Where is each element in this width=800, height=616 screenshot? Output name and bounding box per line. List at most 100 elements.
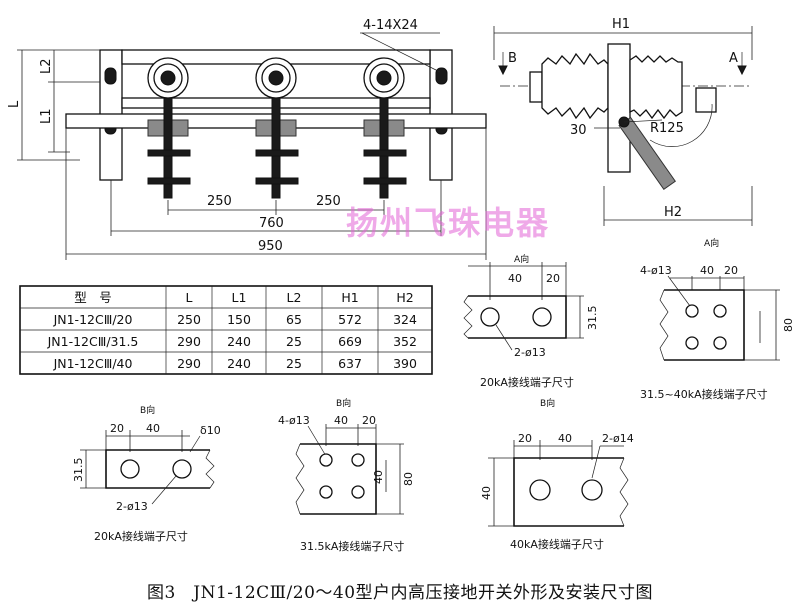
dim-spacing: 40: [700, 264, 714, 277]
table-cell: JN1-12CⅢ/20: [53, 312, 133, 327]
terminal-b-20ka: B向 20 40 δ10 31.5 2-ø13 20kA接线端子尺寸: [72, 404, 221, 543]
pole-middle: [255, 57, 299, 199]
dim-edge: 20: [724, 264, 738, 277]
terminal-hole: [713, 336, 727, 350]
terminal-hole: [581, 479, 603, 501]
terminal-a-40ka: A向 4-ø13 40 20 80 31.5~40kA接线端子尺寸: [640, 237, 795, 401]
terminal-title: 20kA接线端子尺寸: [480, 375, 574, 389]
terminal-hole: [685, 304, 699, 318]
figure-caption: 图3 JN1-12CⅢ/20～40型户内高压接地开关外形及安装尺寸图: [146, 583, 654, 603]
terminal-hole: [351, 485, 365, 499]
table-cell: JN1-12CⅢ/31.5: [47, 334, 139, 349]
table-header: L: [186, 290, 193, 305]
table-cell: 637: [338, 356, 362, 371]
dim-L: L: [7, 100, 22, 108]
view-arrow-A: A: [729, 51, 738, 66]
mounting-slot: [104, 67, 117, 85]
dim-edge: 20: [546, 272, 560, 285]
hole-spec: 4-ø13: [640, 264, 672, 277]
table-cell: 390: [393, 356, 417, 371]
dim-edge: 20: [518, 432, 532, 445]
dim-L1: L1: [39, 108, 54, 124]
terminal-hole: [120, 459, 140, 479]
dim-spacing: 40: [146, 422, 160, 435]
dim-pitch-a: 250: [207, 194, 232, 209]
dim-spacing: 40: [558, 432, 572, 445]
table-cell: 352: [393, 334, 417, 349]
table-header: L1: [232, 290, 247, 305]
break-line: [619, 457, 629, 527]
dim-L2: L2: [39, 58, 54, 74]
break-line: [295, 443, 305, 515]
terminal-a-20ka: A向 40 20 31.5 2-ø13 20kA接线端子尺寸: [463, 253, 599, 389]
hole-spec-label: 4-14X24: [363, 18, 418, 33]
view-label: A向: [704, 237, 719, 249]
pole-right: [363, 57, 407, 199]
terminal-hole: [319, 453, 333, 467]
terminal-b-315ka: B向 4-ø13 40 20 40 80 31.5kA接线端子尺寸: [278, 397, 415, 553]
terminal-hole: [319, 485, 333, 499]
table-cell: 669: [338, 334, 362, 349]
view-label: B向: [540, 397, 555, 409]
view-label: B向: [336, 397, 351, 409]
view-label: A向: [514, 253, 529, 265]
dim-height: 80: [402, 472, 415, 486]
watermark-text: 扬州飞珠电器: [346, 204, 551, 242]
dim-spacing: 40: [508, 272, 522, 285]
table-cell: 290: [177, 334, 201, 349]
side-mounting-plate: [607, 43, 631, 173]
spec-table: 型 号 L L1 L2 H1 H2 JN1-12CⅢ/20 250 150 65…: [19, 285, 433, 375]
hole-spec: 4-ø13: [278, 414, 310, 427]
table-cell: 240: [227, 356, 251, 371]
dim-pitch-b: 250: [316, 194, 341, 209]
terminal-b-40ka: B向 20 40 2-ø14 40 40kA接线端子尺寸: [480, 397, 634, 551]
table-cell: 572: [338, 312, 362, 327]
dim-mid: 760: [259, 216, 284, 231]
table-cell: 240: [227, 334, 251, 349]
terminal-hole: [529, 479, 551, 501]
table-row: JN1-12CⅢ/20 250 150 65 572 324: [53, 312, 417, 327]
dim-height: 31.5: [72, 458, 85, 483]
table-cell: 324: [393, 312, 417, 327]
insulator-body: [541, 52, 609, 120]
thickness-label: δ10: [200, 424, 221, 437]
pole-left: [147, 57, 191, 199]
hole-spec: 2-ø13: [514, 346, 546, 359]
table-header: 型 号: [74, 290, 112, 305]
hole-spec: 2-ø13: [116, 500, 148, 513]
dim-spacing: 40: [334, 414, 348, 427]
terminal-title: 40kA接线端子尺寸: [510, 537, 604, 551]
dim-edge: 20: [362, 414, 376, 427]
dim-height: 31.5: [586, 306, 599, 331]
dim-angle: 30: [570, 123, 587, 138]
terminal-hole: [713, 304, 727, 318]
table-cell: 65: [286, 312, 302, 327]
table-row: JN1-12CⅢ/40 290 240 25 637 390: [53, 356, 417, 371]
break-line: [205, 449, 215, 489]
terminal-hole: [685, 336, 699, 350]
table-cell: 250: [177, 312, 201, 327]
hole-spec: 2-ø14: [602, 432, 634, 445]
view-arrow-B: B: [508, 51, 517, 66]
dim-hole-spacing: 40: [372, 470, 385, 484]
side-view: R125 30 H1 B A H2: [493, 17, 753, 226]
dim-edge: 20: [110, 422, 124, 435]
break-line: [463, 295, 473, 339]
table-header: L2: [287, 290, 302, 305]
terminal-hole: [351, 453, 365, 467]
break-line: [659, 289, 669, 361]
table-cell: 25: [286, 334, 302, 349]
terminal-title: 31.5kA接线端子尺寸: [300, 539, 404, 553]
dim-height: 80: [782, 318, 795, 332]
dim-radius: R125: [650, 121, 684, 136]
terminal-hole: [172, 459, 192, 479]
table-cell: 150: [227, 312, 251, 327]
view-label: B向: [140, 404, 155, 416]
table-header: H1: [341, 290, 358, 305]
dim-H1: H1: [612, 17, 630, 32]
terminal-hole: [480, 307, 500, 327]
terminal-hole: [532, 307, 552, 327]
table-cell: JN1-12CⅢ/40: [53, 356, 133, 371]
table-row: JN1-12CⅢ/31.5 290 240 25 669 352: [47, 334, 417, 349]
